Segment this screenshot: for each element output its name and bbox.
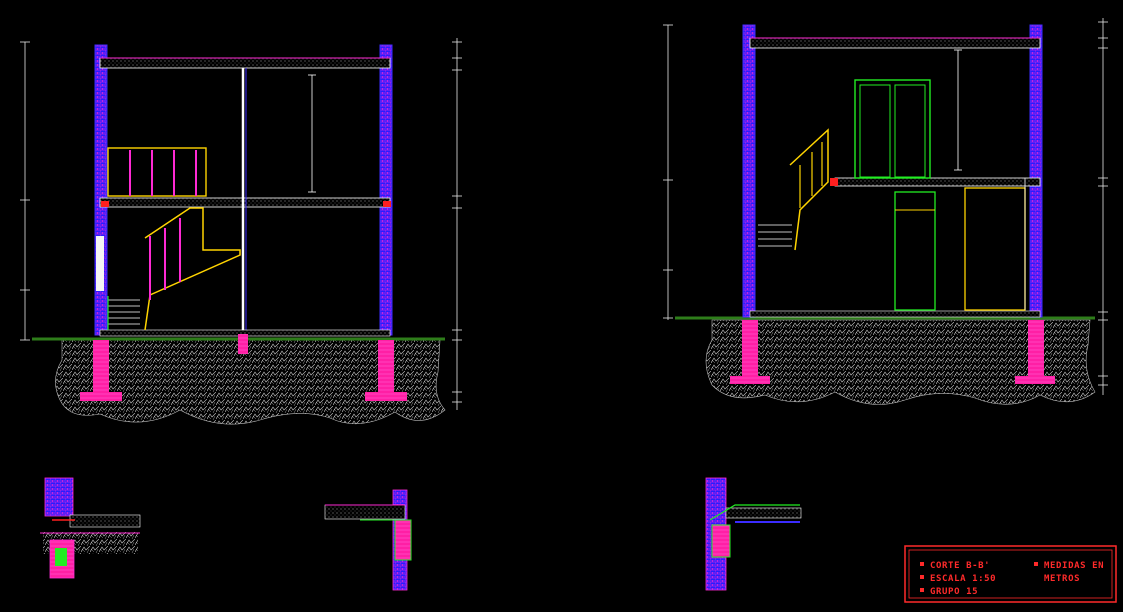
soil-hatch-icon [55,339,446,425]
detail-slab-wall [324,489,412,591]
door-icon [854,79,931,179]
wall-left [94,44,108,336]
title-line-3: GRUPO 15 [930,587,978,597]
stair-icon [107,207,241,331]
stair-icon [758,128,838,251]
foundation-icon [93,340,109,395]
title-note-line-2: METROS [1044,574,1080,584]
section-right [663,18,1108,405]
railing-upper [107,147,207,197]
title-line-1: CORTE B-B' [930,561,990,571]
wall-right [379,44,393,336]
title-block: CORTE B-B' ESCALA 1:50 GRUPO 15 MEDIDAS … [904,545,1117,603]
title-line-2: ESCALA 1:50 [930,574,996,584]
title-note-line-1: MEDIDAS EN [1044,561,1104,571]
section-left [20,38,462,425]
detail-parapet [705,477,802,591]
detail-foundation [40,477,141,579]
